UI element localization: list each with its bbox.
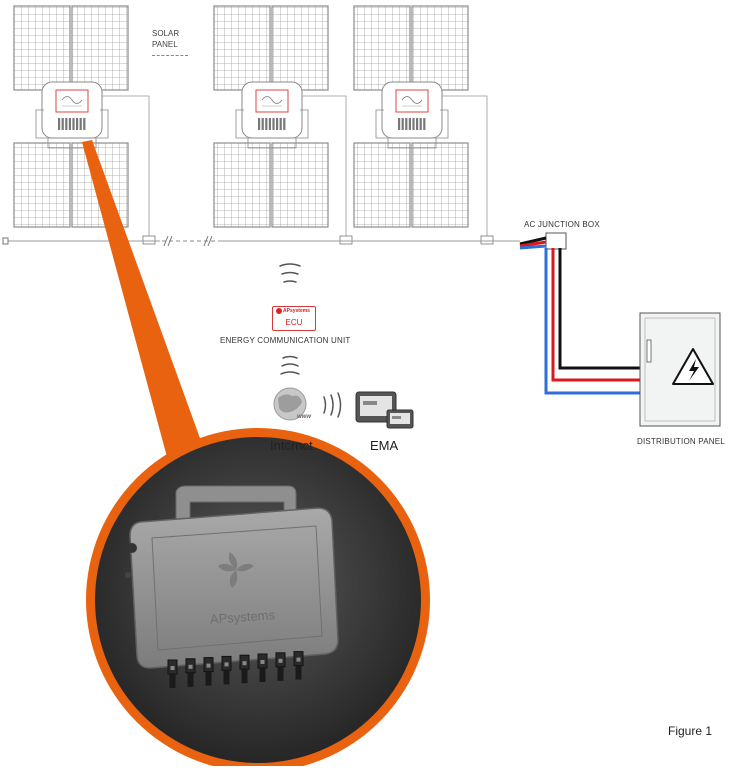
high-voltage-icon bbox=[672, 348, 714, 385]
zoom-callout bbox=[82, 140, 430, 771]
solar-panel-icon bbox=[271, 5, 329, 91]
ema-label: EMA bbox=[370, 438, 399, 453]
wifi-signal-icon bbox=[323, 392, 342, 418]
solar-array-group bbox=[353, 5, 494, 245]
solar-panel-label-underline bbox=[152, 55, 188, 56]
globe-www-text: www bbox=[297, 414, 311, 420]
distribution-panel bbox=[639, 312, 721, 427]
ac-junction-box-label: AC JUNCTION BOX bbox=[524, 220, 600, 229]
solar-panel-icon bbox=[353, 5, 411, 91]
solar-panel-icon bbox=[71, 5, 129, 91]
solar-array-group bbox=[213, 5, 353, 245]
figure-caption: Figure 1 bbox=[668, 724, 713, 738]
solar-panel-icon bbox=[13, 142, 71, 228]
solar-panel-icon bbox=[353, 142, 411, 228]
globe-icon: www bbox=[273, 387, 311, 421]
distribution-panel-label: DISTRIBUTION PANEL bbox=[637, 437, 725, 446]
solar-panel-label: SOLAR PANEL bbox=[152, 28, 179, 50]
solar-panel-icon bbox=[213, 5, 271, 91]
dc-connector bbox=[185, 658, 196, 687]
wifi-signal-icon bbox=[279, 263, 301, 283]
ecu-device: APsystems ECU bbox=[272, 306, 316, 331]
solar-array-group bbox=[13, 5, 156, 245]
internet-label: Intcrnct bbox=[270, 438, 313, 453]
dc-connector bbox=[275, 652, 286, 681]
solar-panel-icon bbox=[213, 142, 271, 228]
ac-connector bbox=[339, 235, 353, 245]
solar-panel-label-line1: SOLAR bbox=[152, 29, 180, 38]
solar-panel-icon bbox=[13, 5, 71, 91]
microinverter-closeup: APsystems bbox=[125, 485, 339, 688]
solar-panel-icon bbox=[411, 142, 469, 228]
solar-panel-icon bbox=[411, 5, 469, 91]
dc-connector bbox=[239, 654, 250, 684]
solar-panel-icon bbox=[271, 142, 329, 228]
trunk-break-marks bbox=[160, 235, 218, 247]
ac-cables bbox=[519, 236, 640, 395]
device-brand-text: APsystems bbox=[210, 607, 276, 627]
monitor-icon bbox=[355, 391, 414, 429]
dc-connector bbox=[257, 653, 268, 682]
device-logo-icon bbox=[218, 552, 254, 588]
ac-connector bbox=[480, 235, 494, 245]
ecu-brand-text: APsystems bbox=[283, 308, 310, 314]
ac-connector bbox=[142, 235, 156, 245]
dc-connector bbox=[203, 657, 214, 686]
microinverter-icon bbox=[381, 81, 443, 139]
dc-connectors bbox=[167, 651, 304, 688]
ecu-text: ECU bbox=[285, 318, 303, 327]
energy-communication-unit-label: ENERGY COMMUNICATION UNIT bbox=[220, 336, 351, 345]
ecu-logo-icon bbox=[276, 308, 282, 314]
microinverter-icon bbox=[241, 81, 303, 139]
dc-connector bbox=[221, 655, 232, 685]
dc-connector bbox=[293, 651, 304, 680]
dc-connector bbox=[167, 659, 178, 688]
solar-panel-label-line2: PANEL bbox=[152, 40, 178, 49]
ac-junction-box bbox=[545, 232, 567, 250]
microinverter-icon bbox=[41, 81, 103, 139]
wifi-signal-icon bbox=[280, 355, 300, 375]
trunk-end-cap bbox=[2, 237, 9, 245]
